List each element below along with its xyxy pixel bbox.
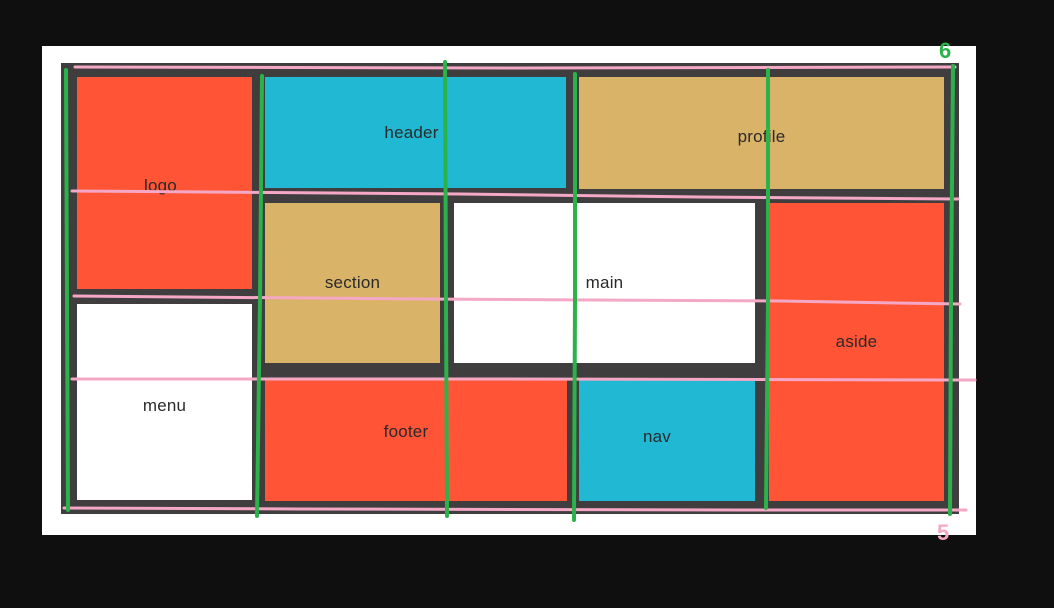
grid-area-aside: aside [769, 203, 944, 501]
column-lines-count-label: 6 [939, 38, 952, 63]
area-label-nav: nav [642, 426, 671, 446]
area-label-footer: footer [383, 421, 429, 441]
grid-area-menu: menu [77, 304, 252, 500]
grid-area-logo: logo [77, 77, 252, 289]
area-label-section: section [324, 273, 381, 292]
area-label-aside: aside [835, 332, 878, 351]
grid-area-profile: profile [579, 77, 944, 189]
grid-area-main: main [454, 203, 755, 363]
area-label-main: main [585, 273, 624, 292]
grid-area-nav: nav [579, 378, 755, 501]
area-label-header: header [384, 122, 439, 142]
area-label-logo: logo [144, 176, 177, 195]
grid-area-header: header [265, 77, 566, 188]
row-lines-count-label: 5 [937, 520, 950, 545]
grid-area-section: section [265, 203, 440, 363]
area-label-menu: menu [142, 396, 187, 415]
area-label-profile: profile [737, 127, 786, 146]
grid-area-footer: footer [265, 378, 567, 501]
